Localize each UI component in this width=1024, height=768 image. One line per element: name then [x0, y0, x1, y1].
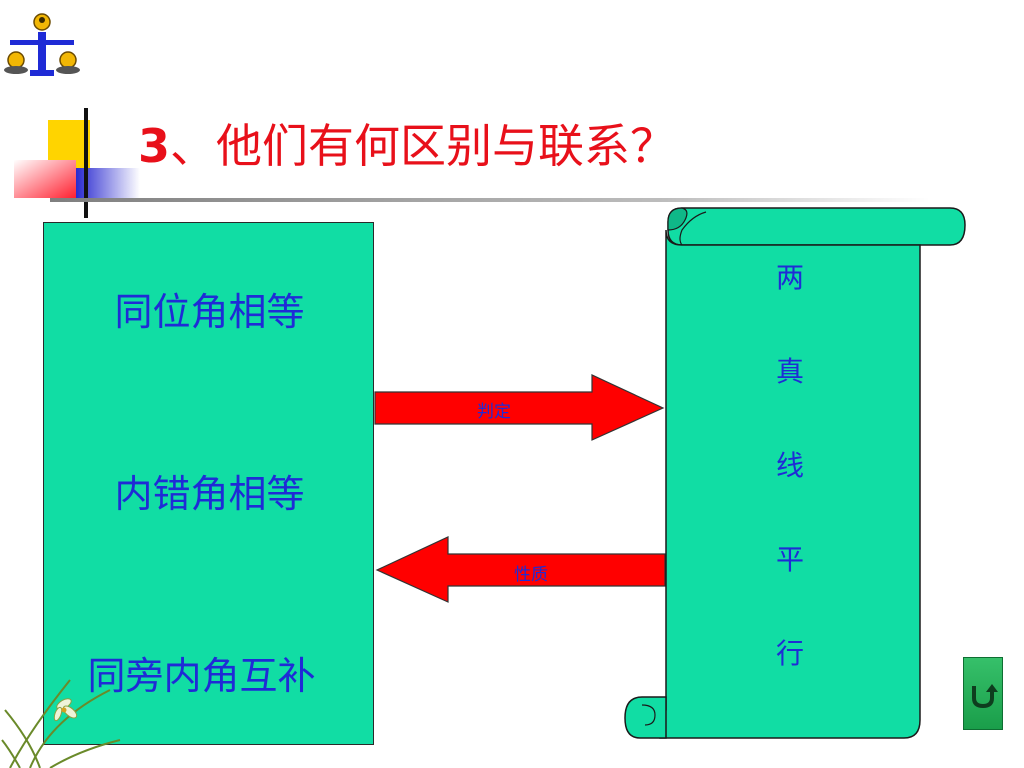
title-decoration — [14, 108, 140, 218]
conditions-box: 同位角相等 内错角相等 同旁内角互补 — [43, 222, 374, 745]
conclusion-text: 两 真 线 平 行 — [760, 248, 820, 718]
left-arrow-icon — [375, 536, 666, 603]
return-button[interactable] — [963, 657, 1003, 730]
conclusion-char: 平 — [775, 543, 804, 576]
condition-interior-angles: 同旁内角互补 — [87, 654, 316, 698]
title-text: 、他们有何区别与联系？ — [170, 119, 677, 173]
return-arrow-icon — [972, 684, 998, 709]
condition-alternate-angles: 内错角相等 — [114, 472, 305, 516]
title-number: 3 — [138, 119, 171, 173]
arrow-label-criterion: 判定 — [477, 402, 511, 422]
conclusion-char: 线 — [775, 449, 804, 482]
conclusion-char: 两 — [775, 261, 804, 294]
conclusion-char: 行 — [775, 637, 804, 670]
orchid-flower-icon — [1, 679, 121, 768]
arrows-group — [374, 374, 666, 603]
arrow-label-property: 性质 — [514, 565, 548, 585]
conclusion-scroll — [624, 207, 966, 739]
right-arrow-icon — [374, 374, 665, 441]
balance-figure-icon — [4, 13, 80, 76]
slide-title: 3、他们有何区别与联系？ — [138, 106, 676, 186]
title-underline — [50, 198, 930, 202]
condition-corresponding-angles: 同位角相等 — [114, 290, 305, 334]
conclusion-char: 真 — [775, 355, 804, 388]
